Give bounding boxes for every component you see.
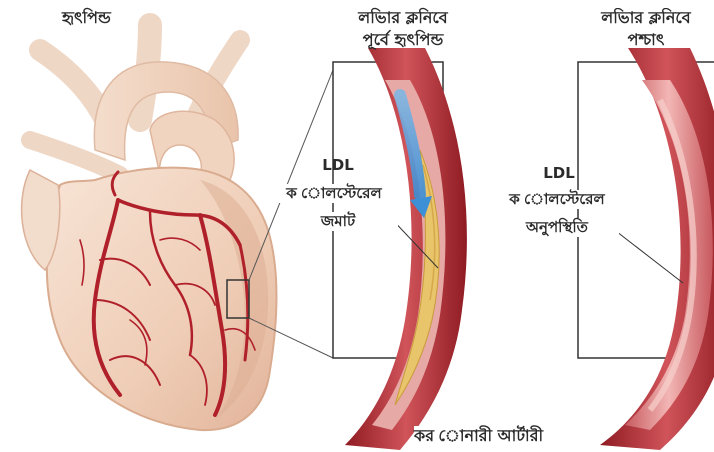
- after-title-line2: পশ্চাৎ: [578, 30, 714, 49]
- absent-label-line3: অনুপস্থিতি: [495, 218, 619, 237]
- after-treatment-panel: [578, 48, 714, 450]
- heart-illustration: [22, 25, 277, 430]
- before-title-line2: পূর্বে হৃৎপিন্ড: [338, 30, 468, 49]
- before-treatment-panel: [333, 48, 467, 450]
- zoom-line-top: [249, 70, 333, 280]
- plaque-label-line2: ক োলস্টেরেল: [270, 184, 398, 203]
- plaque-label-line1: LDL: [278, 156, 398, 175]
- absent-label-line2: ক োলস্টেরেল: [492, 190, 622, 209]
- after-title-line1: লভিার ক্লনিবে: [578, 8, 714, 27]
- absent-label-line1: LDL: [500, 164, 618, 183]
- heart-label: হৃৎপিন্ড: [62, 8, 111, 27]
- before-title-line1: লভিার ক্লনিবে: [338, 8, 468, 27]
- coronary-artery-label: কর োনারী আর্টারী: [414, 426, 543, 445]
- plaque-label-line3: জমাট: [278, 212, 398, 231]
